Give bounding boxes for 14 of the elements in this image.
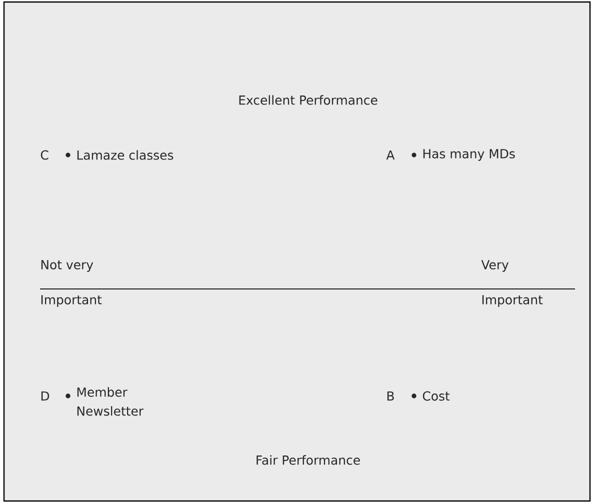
quadrant-letter: A: [386, 150, 395, 160]
item-text: Member Newsletter: [77, 387, 144, 416]
axis-label: Important: [482, 295, 543, 307]
axis-label: Not very: [41, 260, 94, 272]
axis-label: Very: [481, 260, 509, 272]
axis-label: Important: [41, 295, 102, 307]
quadrant-letter: B: [387, 391, 394, 401]
heading-label: Excellent Performance: [239, 95, 378, 105]
item-text: Lamaze classes: [77, 150, 174, 160]
item-text: Cost: [422, 391, 450, 401]
quadrant-letter: D: [41, 391, 50, 401]
item-text: Has many MDs: [423, 149, 515, 161]
heading-label: Fair Performance: [256, 455, 360, 465]
quadrant-letter: C: [40, 150, 48, 160]
